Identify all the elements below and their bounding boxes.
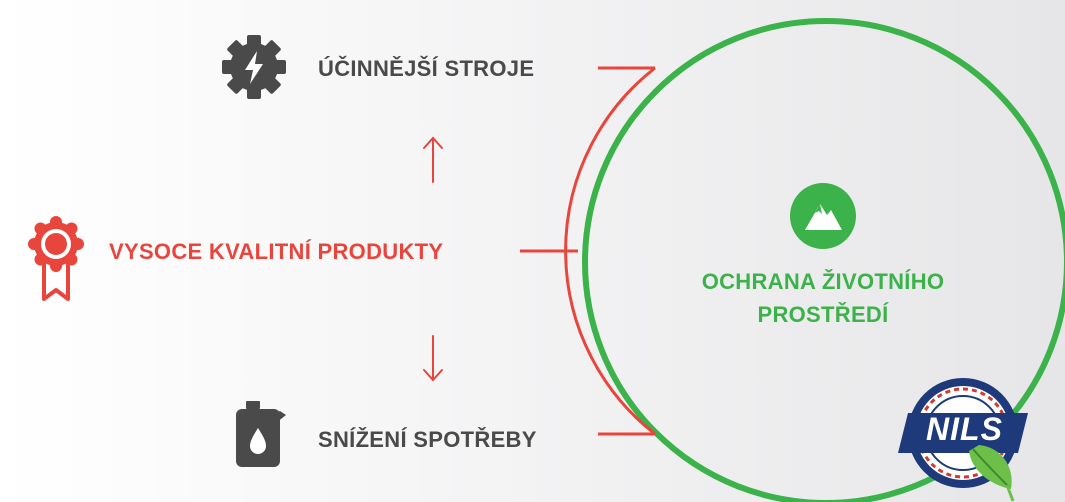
oil-canister-icon bbox=[236, 401, 286, 467]
arrow-up-icon bbox=[423, 136, 443, 183]
arrow-down-icon bbox=[423, 335, 443, 382]
nils-logo bbox=[898, 378, 1028, 502]
logo-text: NILS bbox=[926, 411, 1003, 447]
label-efficient-machines: ÚČINNĚJŠÍ STROJE bbox=[318, 56, 535, 81]
bracket-arc bbox=[564, 66, 656, 436]
award-ribbon-icon bbox=[28, 216, 84, 301]
leaf-icon bbox=[969, 445, 1015, 502]
label-quality-products: VYSOCE KVALITNÍ PRODUKTY bbox=[109, 239, 444, 264]
label-environment-line2: PROSTŘEDÍ bbox=[757, 302, 889, 327]
mountain-icon bbox=[790, 183, 856, 249]
label-environment-line1: OCHRANA ŽIVOTNÍHO bbox=[701, 269, 945, 294]
gear-lightning-icon bbox=[222, 35, 286, 99]
label-reduced-consumption: SNÍŽENÍ SPOTŘEBY bbox=[318, 427, 537, 452]
environment-circle bbox=[582, 18, 1065, 502]
